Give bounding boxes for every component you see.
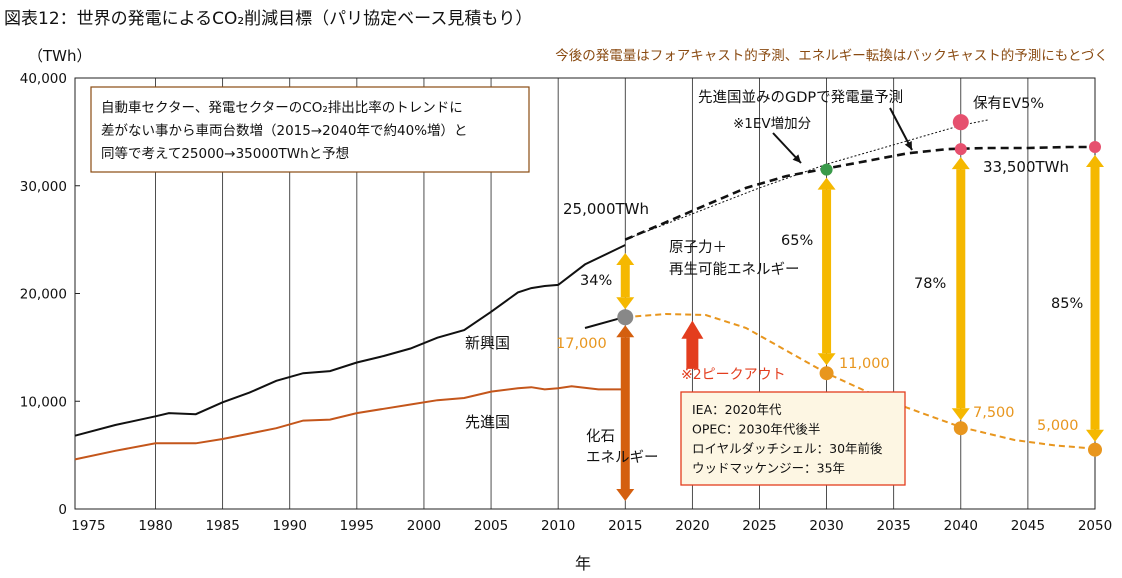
share-arrow-head: [951, 408, 970, 421]
x-tick-label: 2030: [809, 518, 843, 534]
y-tick-label: 40,000: [20, 71, 67, 87]
x-tick-label: 2050: [1078, 518, 1112, 534]
data-point-p2040p1: [952, 114, 969, 131]
data-point-p2030g: [820, 163, 833, 176]
data-point-p2030o: [819, 366, 834, 381]
chart-subtitle: 今後の発電量はフォアキャスト的予測、エネルギー転換はバックキャスト的予測にもとづ…: [555, 48, 1108, 64]
series-line-total_projection: [624, 145, 1095, 241]
share-arrow-shaft: [822, 189, 832, 354]
y-tick-label: 0: [58, 502, 67, 518]
label-17000: 17,000: [556, 336, 607, 352]
label-7500: 7,500: [973, 405, 1015, 421]
x-tick-label: 2010: [541, 518, 575, 534]
series-line-advanced: [74, 385, 626, 461]
share-arrow-head: [817, 353, 836, 366]
share-arrow-shaft: [620, 265, 630, 298]
share-arrow-head: [616, 325, 635, 338]
data-point-p2015: [617, 309, 634, 326]
peak-note-line: ウッドマッケンジー：35年: [692, 461, 845, 476]
label-renewable-1: 原子力＋: [669, 239, 727, 256]
series-line-emerging: [74, 244, 626, 437]
data-point-p2040p2: [954, 143, 967, 156]
share-arrow-head: [616, 253, 635, 266]
x-tick-label: 2040: [944, 518, 978, 534]
data-point-p2050p: [1089, 140, 1101, 153]
label-5000: 5,000: [1037, 418, 1079, 434]
emerging-connector: [584, 317, 621, 329]
y-tick-label: 30,000: [20, 179, 67, 195]
annotation-box: [90, 86, 530, 173]
x-tick-label: 2005: [474, 518, 508, 534]
x-tick-label: 1980: [138, 518, 172, 534]
peak-out-arrow: [681, 320, 704, 369]
share-arrow-head: [1086, 429, 1104, 442]
data-point-p2050o: [1088, 442, 1102, 457]
y-tick-label: 20,000: [20, 287, 67, 303]
label-renewable-2: 再生可能エネルギー: [669, 261, 800, 278]
label-25000: 25,000TWh: [563, 200, 649, 218]
share-arrow-shaft: [620, 337, 630, 489]
x-tick-label: 2045: [1011, 518, 1045, 534]
share-arrow-shaft: [1090, 166, 1100, 430]
annotation-box-line: 自動車セクター、発電セクターのCO₂排出比率のトレンドに: [101, 99, 463, 116]
peak-note-line: IEA：2020年代: [692, 402, 782, 417]
annotation-box-line: 同等で考えて25000→35000TWhと予想: [101, 145, 349, 162]
share-label-2040: 78%: [914, 276, 946, 292]
label-fossil-2: エネルギー: [586, 449, 659, 466]
share-arrow-head: [616, 297, 635, 310]
pointer-gdp-head: [904, 141, 912, 150]
series-label-advanced: 先進国: [465, 413, 510, 431]
x-tick-label: 1985: [205, 518, 239, 534]
label-ev-increase: ※1EV増加分: [733, 116, 811, 132]
pointer-ev-head: [792, 154, 801, 163]
x-tick-label: 2020: [675, 518, 709, 534]
label-33500: 33,500TWh: [983, 158, 1069, 176]
share-label-2050: 85%: [1051, 296, 1083, 312]
x-tick-label: 2015: [608, 518, 642, 534]
chart-title: 図表12：世界の発電によるCO₂削減目標（パリ協定ベース見積もり）: [4, 9, 533, 29]
label-fossil-1: 化石: [586, 428, 615, 445]
x-tick-label: 2000: [407, 518, 441, 534]
share-arrow-head: [616, 489, 635, 501]
y-tick-label: 10,000: [20, 394, 67, 410]
x-tick-label: 2025: [742, 518, 776, 534]
x-tick-label: 1990: [273, 518, 307, 534]
share-label-2030: 65%: [781, 233, 813, 249]
peak-note-line: ロイヤルダッチシェル：30年前後: [692, 441, 883, 456]
share-arrow-head: [951, 157, 970, 170]
label-peak-out: ※2ピークアウト: [681, 367, 786, 383]
series-label-emerging: 新興国: [465, 334, 510, 352]
peak-note-line: OPEC：2030年代後半: [692, 422, 820, 437]
label-gdp-projection: 先進国並みのGDPで発電量予測: [698, 89, 903, 106]
annotation-box-line: 差がない事から車両台数増（2015→2040年で約40%増）と: [101, 123, 468, 139]
peak-note-box: [680, 391, 906, 486]
share-label-2015: 34%: [580, 273, 612, 289]
data-point-p2040o: [953, 421, 968, 436]
share-arrow-head: [817, 177, 836, 190]
x-axis-label: 年: [575, 554, 592, 573]
series-line-ev_projection: [625, 119, 988, 241]
label-11000: 11,000: [839, 356, 890, 372]
share-arrow-shaft: [956, 169, 966, 409]
x-tick-label: 2035: [877, 518, 911, 534]
series-line-fossil_projection: [625, 312, 1096, 450]
share-arrow-head: [1086, 154, 1104, 167]
label-ev-share: 保有EV5%: [973, 95, 1044, 112]
x-tick-label: 1975: [71, 518, 105, 534]
x-tick-label: 1995: [340, 518, 374, 534]
y-axis-unit-label: （TWh）: [28, 47, 92, 65]
